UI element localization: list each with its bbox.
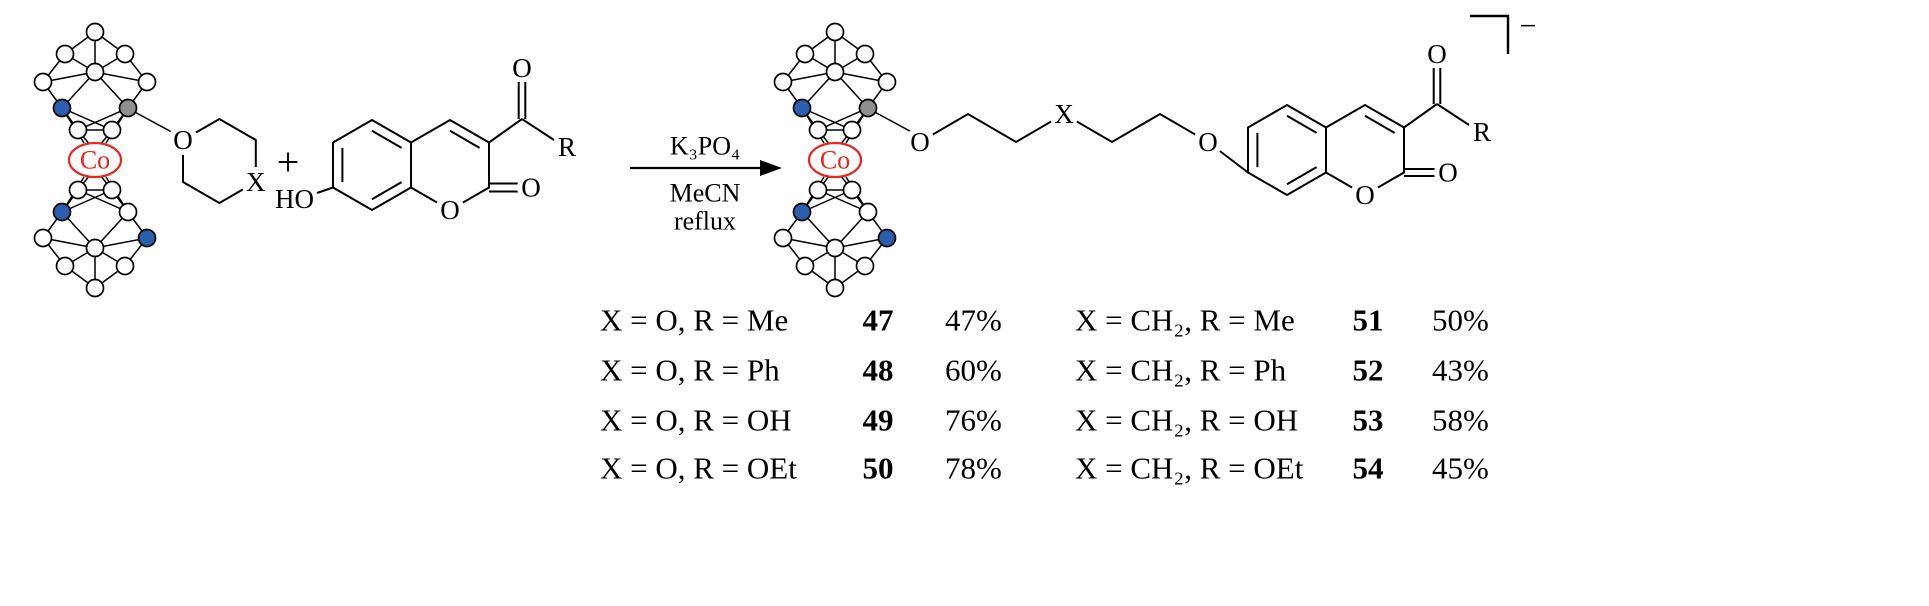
result-yield: 76% — [945, 403, 1002, 438]
coumarin-ring-bonds — [1247, 103, 1470, 197]
result-row: X = O, R = Ph 48 60% — [600, 353, 1002, 388]
reagent-label: K₃PO₄ — [670, 132, 740, 161]
atom-mask — [240, 167, 271, 197]
reaction-arrow: K₃PO₄ MeCN reflux — [630, 132, 782, 236]
anion-bracket — [1470, 14, 1510, 54]
reactant-metallacarborane: Co O X — [33, 22, 271, 298]
temperature-label: reflux — [674, 207, 736, 236]
result-row: X = CH₂, R = Ph 52 43% — [1075, 353, 1489, 388]
result-yield: 50% — [1432, 303, 1489, 338]
atom-mask — [508, 54, 536, 82]
result-yield: 47% — [945, 303, 1002, 338]
ring-oxygen-label: O — [440, 195, 460, 225]
result-compound-number: 47 — [863, 303, 894, 338]
result-condition: X = CH₂, R = Me — [1075, 303, 1295, 338]
result-yield: 60% — [945, 353, 1002, 388]
result-condition: X = CH₂, R = OEt — [1075, 451, 1304, 486]
atom-mask — [168, 125, 198, 155]
ring-oxygen-label: O — [1355, 180, 1375, 210]
product-structure: Co O X O O O O R − — [773, 10, 1537, 298]
results-left-column: X = O, R = Me 47 47% X = O, R = Ph 48 60… — [600, 303, 1002, 486]
plus-sign: + — [277, 140, 300, 185]
result-row: X = CH₂, R = OEt 54 45% — [1075, 451, 1489, 486]
result-compound-number: 52 — [1353, 353, 1384, 388]
result-row: X = O, R = OEt 50 78% — [600, 451, 1002, 486]
linker-x-label: X — [1054, 99, 1074, 129]
arrow-head — [760, 160, 782, 176]
result-condition: X = CH₂, R = OH — [1075, 403, 1298, 438]
negative-charge: − — [1520, 10, 1537, 43]
atom-mask — [1423, 40, 1451, 68]
carbonyl-oxygen-label: O — [512, 53, 532, 83]
carbonyl-oxygen-label: O — [1427, 39, 1447, 69]
atom-label-o: O — [173, 125, 193, 155]
atom-mask — [1434, 158, 1462, 187]
linker-oxygen-label: O — [1198, 127, 1218, 157]
result-condition: X = O, R = OH — [600, 403, 792, 438]
cobalt-label: Co — [820, 146, 850, 175]
result-condition: X = O, R = Ph — [600, 353, 780, 388]
atom-mask — [517, 173, 545, 202]
result-compound-number: 54 — [1353, 451, 1384, 486]
result-row: X = CH₂, R = Me 51 50% — [1075, 303, 1489, 338]
result-yield: 78% — [945, 451, 1002, 486]
result-compound-number: 50 — [863, 451, 894, 486]
result-compound-number: 48 — [863, 353, 894, 388]
coumarin-ring-bonds — [316, 118, 555, 212]
result-compound-number: 53 — [1353, 403, 1384, 438]
lactone-oxygen-label: O — [1438, 158, 1458, 188]
atom-mask — [435, 195, 465, 225]
result-compound-number: 51 — [1353, 303, 1384, 338]
linker-oxygen-label: O — [910, 127, 930, 157]
result-row: X = O, R = Me 47 47% — [600, 303, 1002, 338]
result-row: X = CH₂, R = OH 53 58% — [1075, 403, 1489, 438]
result-condition: X = O, R = Me — [600, 303, 788, 338]
atom-mask — [905, 127, 935, 157]
double-bond-lines — [341, 82, 527, 201]
results-right-column: X = CH₂, R = Me 51 50% X = CH₂, R = Ph 5… — [1075, 303, 1489, 486]
r-group-label: R — [1473, 117, 1491, 147]
result-yield: 43% — [1432, 353, 1489, 388]
atom-label-x: X — [246, 167, 266, 197]
result-yield: 45% — [1432, 451, 1489, 486]
reactant-coumarin: HO O O O R — [275, 53, 576, 225]
atom-mask — [1350, 180, 1380, 210]
double-bond-lines — [1256, 68, 1442, 186]
result-condition: X = CH₂, R = Ph — [1075, 353, 1287, 388]
atom-mask — [1193, 127, 1223, 157]
lactone-oxygen-label: O — [521, 173, 541, 203]
cobalt-label: Co — [80, 146, 110, 175]
solvent-label: MeCN — [670, 179, 741, 208]
result-compound-number: 49 — [863, 403, 894, 438]
result-condition: X = O, R = OEt — [600, 451, 797, 486]
result-yield: 58% — [1432, 403, 1489, 438]
r-group-label: R — [558, 132, 576, 162]
result-row: X = O, R = OH 49 76% — [600, 403, 1002, 438]
atom-mask — [1049, 99, 1079, 129]
hydroxyl-label: HO — [275, 184, 314, 214]
